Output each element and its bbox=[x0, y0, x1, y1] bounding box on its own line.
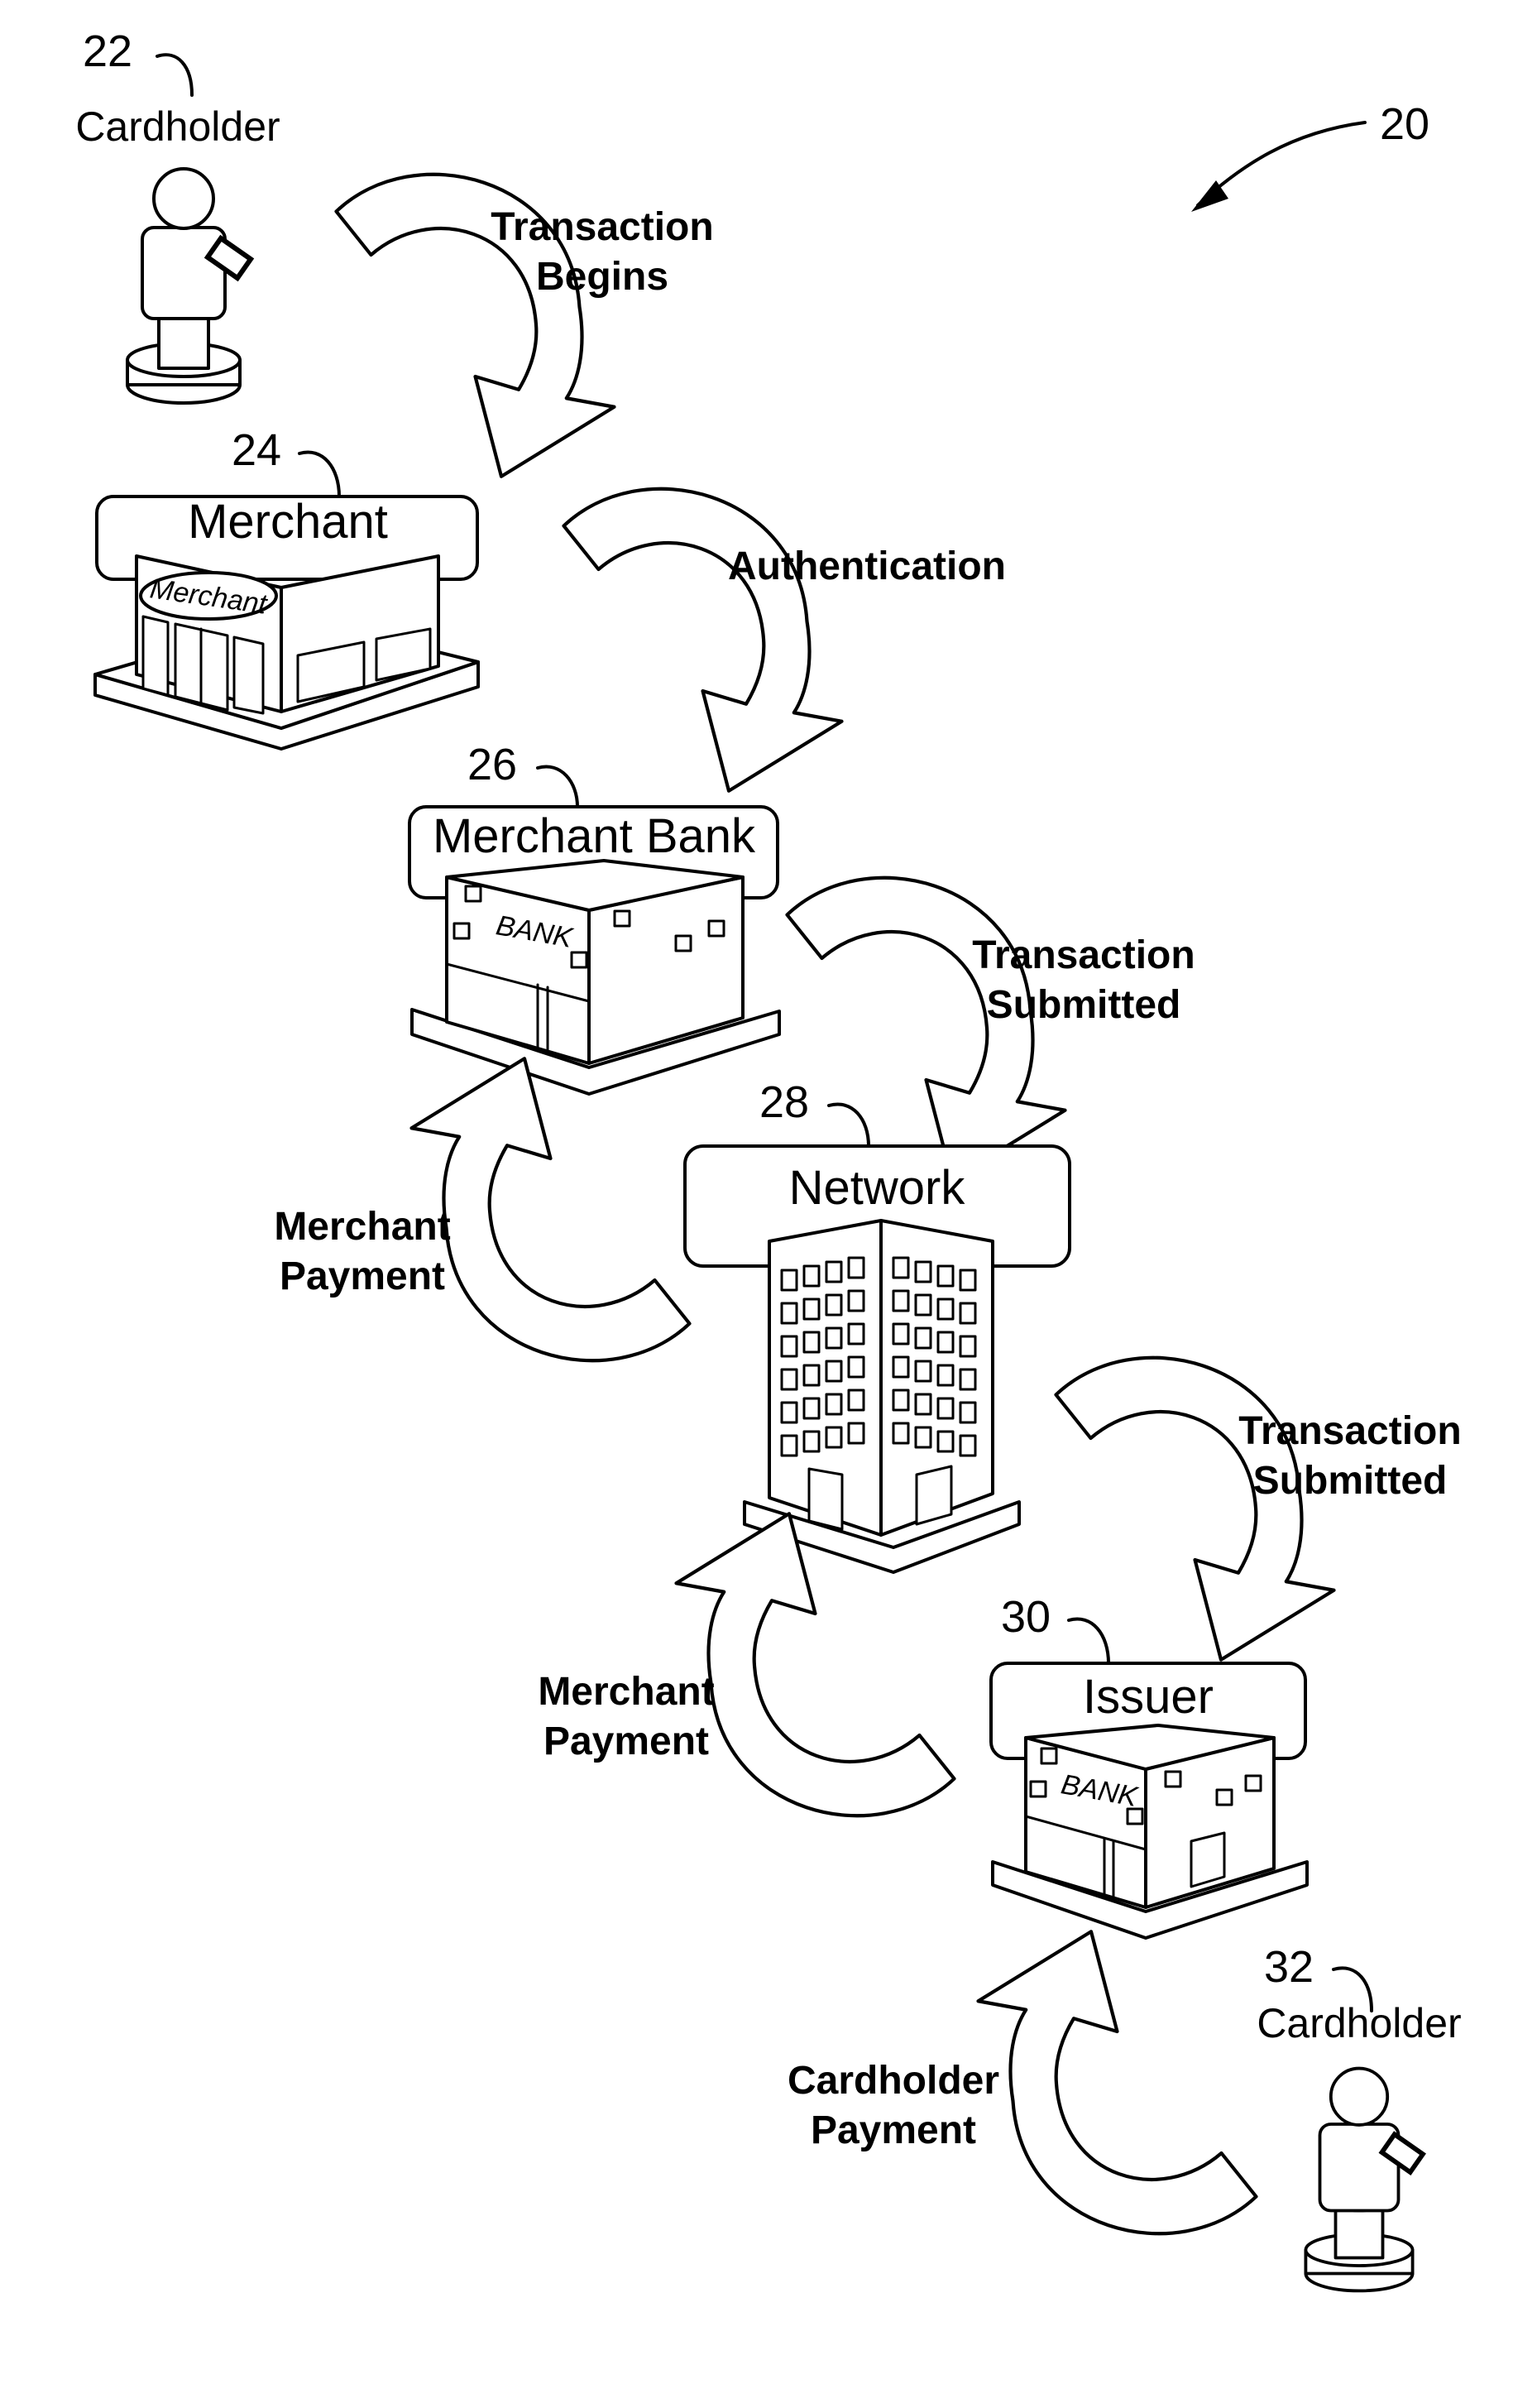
curved-arrow-clockwise-icon bbox=[1056, 1358, 1334, 1660]
merchant-label: Merchant bbox=[188, 495, 388, 549]
flow-cardholder-payment-line1: Cardholder bbox=[788, 2059, 999, 2103]
flow-transaction-begins-line1: Transaction bbox=[491, 205, 713, 249]
figure-ref: 20 bbox=[1380, 99, 1429, 149]
flow-cardholder-payment-line2: Payment bbox=[811, 2108, 976, 2152]
flow-transaction-submitted-1-line2: Submitted bbox=[987, 983, 1181, 1027]
flow-merchant-payment-2-line1: Merchant bbox=[538, 1670, 714, 1714]
cardholder-top-label: Cardholder bbox=[75, 103, 280, 150]
network-ref: 28 bbox=[759, 1077, 809, 1127]
flow-merchant-payment-1-line2: Payment bbox=[280, 1254, 445, 1298]
cardholder-top-icon bbox=[127, 169, 254, 403]
flow-transaction-submitted-2-line1: Transaction bbox=[1238, 1409, 1461, 1453]
cardholder-top-ref: 22 bbox=[83, 26, 132, 76]
merchant-ref: 24 bbox=[232, 425, 281, 475]
cardholder-bottom-icon bbox=[1305, 2069, 1426, 2291]
curved-arrow-counterclockwise-icon bbox=[412, 1058, 690, 1360]
network-leader bbox=[829, 1104, 869, 1146]
flow-authentication: Authentication bbox=[728, 544, 1006, 588]
curved-arrow-counterclockwise-icon bbox=[979, 1931, 1257, 2233]
flow-merchant-payment-2-line2: Payment bbox=[543, 1720, 709, 1763]
storefront-icon: Merchant bbox=[95, 556, 478, 749]
merchant-bank-leader bbox=[538, 766, 577, 807]
curved-arrow-clockwise-icon bbox=[788, 878, 1065, 1180]
curved-arrow-clockwise-icon bbox=[564, 489, 842, 791]
cardholder-bottom-ref: 32 bbox=[1264, 1942, 1314, 1992]
merchant-leader bbox=[299, 453, 339, 496]
merchant-bank-label: Merchant Bank bbox=[433, 809, 756, 863]
bank-building-icon: BANK bbox=[993, 1725, 1307, 1938]
merchant-bank-ref: 26 bbox=[467, 740, 517, 789]
cardholder-bottom-label: Cardholder bbox=[1257, 2000, 1461, 2046]
issuer-label: Issuer bbox=[1083, 1670, 1214, 1724]
flow-transaction-submitted-1-line1: Transaction bbox=[972, 933, 1195, 977]
flow-transaction-begins-line2: Begins bbox=[536, 255, 668, 299]
flow-merchant-payment-1-line1: Merchant bbox=[274, 1205, 450, 1249]
flow-transaction-submitted-2-line2: Submitted bbox=[1253, 1459, 1448, 1503]
issuer-ref: 30 bbox=[1001, 1592, 1051, 1642]
cardholder-top-leader bbox=[157, 55, 192, 95]
network-label: Network bbox=[789, 1161, 966, 1215]
bank-building-icon: BANK bbox=[412, 861, 779, 1094]
issuer-leader bbox=[1069, 1619, 1108, 1663]
